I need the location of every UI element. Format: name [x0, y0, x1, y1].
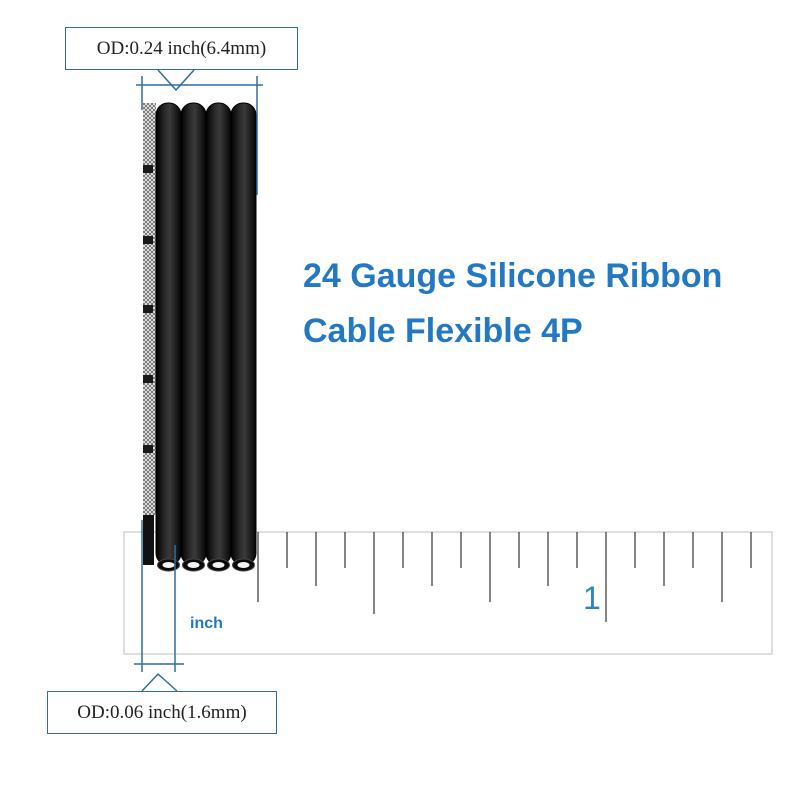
ruler-unit-label: inch: [190, 615, 223, 632]
headline-line-1: 24 Gauge Silicone Ribbon: [303, 257, 723, 295]
wire-core: [237, 562, 250, 568]
cable-wire: [180, 102, 207, 566]
top-callout-pointer: [157, 69, 195, 92]
wire-core: [187, 562, 200, 568]
cable-wire: [155, 102, 182, 566]
ruler-number-label: 1: [583, 580, 601, 616]
cable-wires: [155, 102, 257, 572]
ribbon-cable: [143, 102, 257, 572]
wire-core: [212, 562, 225, 568]
dimension-lines: [134, 69, 263, 692]
wire-core: [162, 562, 175, 568]
cable-wire: [230, 102, 257, 566]
mesh-tabs: [143, 165, 153, 453]
cable-wire: [205, 102, 232, 566]
outer-diameter-callout: OD:0.24 inch(6.4mm): [65, 27, 298, 70]
lower-sheath: [143, 515, 154, 565]
ruler-ticks: [257, 532, 752, 622]
bottom-callout-pointer: [141, 672, 178, 692]
headline-line-2: Cable Flexible 4P: [303, 312, 583, 350]
wire-diameter-callout: OD:0.06 inch(1.6mm): [47, 691, 277, 734]
